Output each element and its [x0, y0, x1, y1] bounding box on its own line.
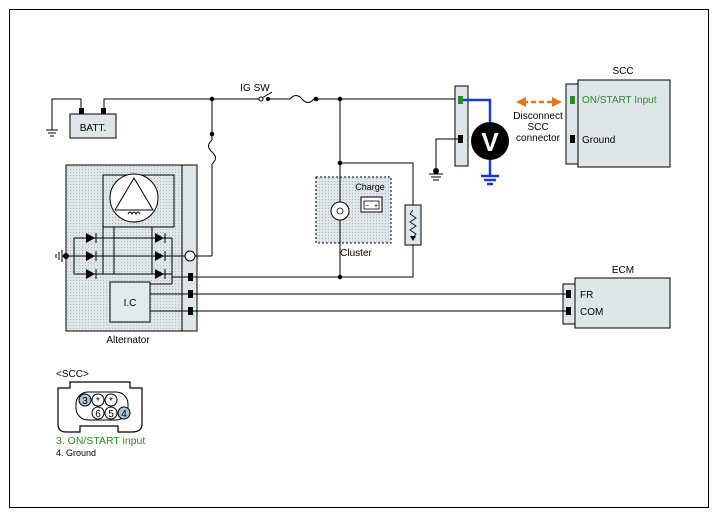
- resistor: [404, 204, 422, 246]
- scc-module: SCC ON/START Input Ground: [565, 66, 671, 168]
- legend-pin-3: 3. ON/START input: [56, 435, 145, 447]
- connector-title: <SCC>: [56, 369, 89, 380]
- battery-ground-wire: [46, 98, 82, 137]
- scc-vehicle-connector: [454, 85, 469, 167]
- pin-6: 6: [95, 409, 101, 420]
- ecm-fr-label: FR: [580, 290, 593, 301]
- svg-text:Disconnect: Disconnect: [513, 111, 563, 122]
- svg-text:−: −: [365, 203, 369, 210]
- pin-5: 5: [108, 409, 114, 420]
- voltmeter-leads: [463, 98, 499, 186]
- bus-junction-dots: [209, 96, 343, 280]
- ecm-title: ECM: [612, 265, 634, 276]
- ic-label: I.C: [124, 298, 137, 309]
- alternator-stator: [102, 173, 175, 228]
- battery: BATT.: [69, 108, 117, 139]
- battery-label: BATT.: [80, 123, 106, 134]
- voltmeter-symbol: V: [481, 127, 499, 157]
- svg-text:SCC: SCC: [527, 122, 548, 133]
- rectifier-diodes: [86, 233, 166, 279]
- ig-sw-label: IG SW: [240, 83, 270, 94]
- legend-pin-4: 4. Ground: [56, 448, 96, 458]
- charge-label: Charge: [355, 182, 385, 192]
- cluster-wires: [193, 99, 414, 278]
- ecm-module: ECM FR COM: [562, 265, 671, 329]
- pin-empty-1: *: [96, 396, 100, 407]
- pin-3: 3: [82, 396, 88, 407]
- voltmeter: V: [471, 122, 509, 160]
- ecm-wires: [193, 293, 566, 312]
- pin-empty-2: *: [109, 396, 113, 407]
- cluster: Cluster Charge − +: [315, 176, 392, 259]
- svg-text:+: +: [374, 203, 378, 210]
- scc-ground-label: Ground: [582, 135, 615, 146]
- alternator-label: Alternator: [106, 335, 150, 346]
- alternator-b-terminal: [184, 250, 212, 262]
- alternator-ground: [55, 250, 74, 262]
- disconnect-arrow: [516, 97, 562, 107]
- alternator-connector-pins: [188, 273, 193, 315]
- svg-text:connector: connector: [516, 133, 561, 144]
- pin-4: 4: [121, 409, 127, 420]
- ecm-com-label: COM: [580, 307, 603, 318]
- voltage-regulator-ic: I.C: [109, 274, 188, 323]
- ignition-switch: IG SW: [240, 83, 273, 102]
- scc-connector-detail: <SCC> 3 * * 6 5 4: [56, 369, 143, 433]
- scc-on-start-label: ON/START Input: [582, 95, 657, 106]
- disconnect-note: Disconnect SCC connector: [513, 111, 563, 144]
- scc-ground-point: [433, 168, 439, 174]
- cluster-label: Cluster: [340, 248, 372, 259]
- scc-module-title: SCC: [612, 66, 633, 77]
